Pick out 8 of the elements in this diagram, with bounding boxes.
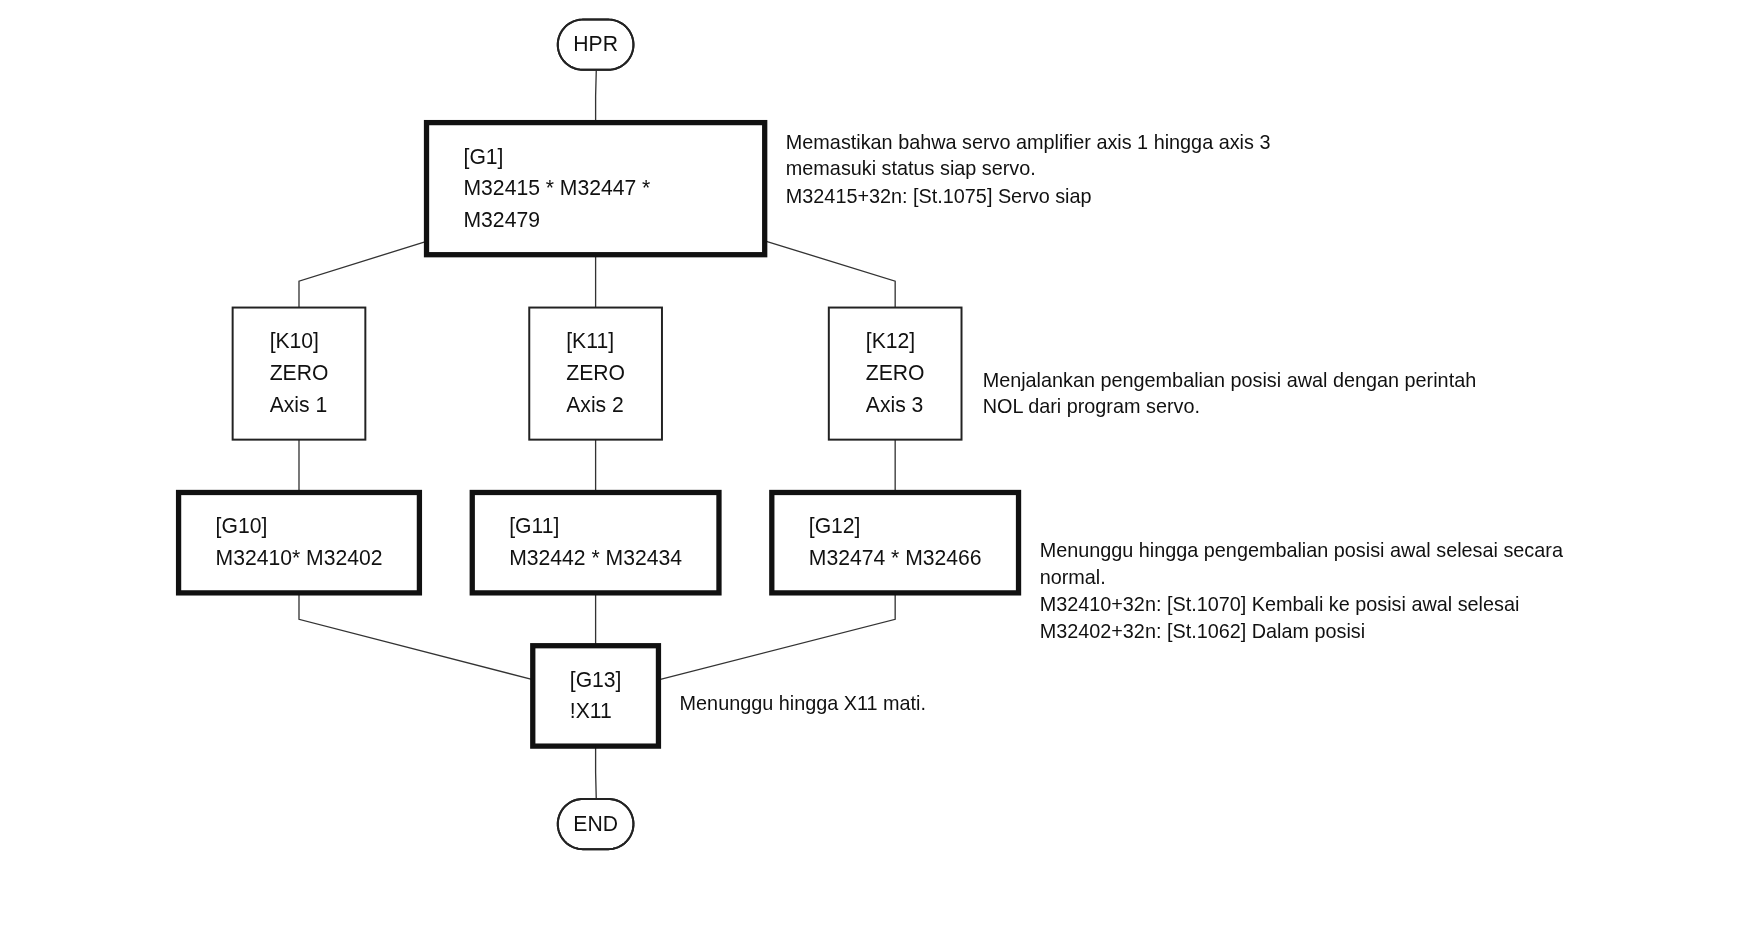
node-box: [G11] M32442 * M32434 (469, 489, 722, 596)
node-box: [G13] !X11 (530, 643, 661, 749)
node-box: [K10] ZERO Axis 1 (231, 306, 367, 441)
node-box: [G10] M32410* M32402 (175, 489, 422, 596)
node-box: [G1] M32415 * M32447 * M32479 (423, 119, 768, 258)
node-box: [K11] ZERO Axis 2 (528, 306, 663, 441)
node-box: [G12] M32474 * M32466 (769, 489, 1022, 596)
node-box: [K12] ZERO Axis 3 (827, 306, 963, 441)
